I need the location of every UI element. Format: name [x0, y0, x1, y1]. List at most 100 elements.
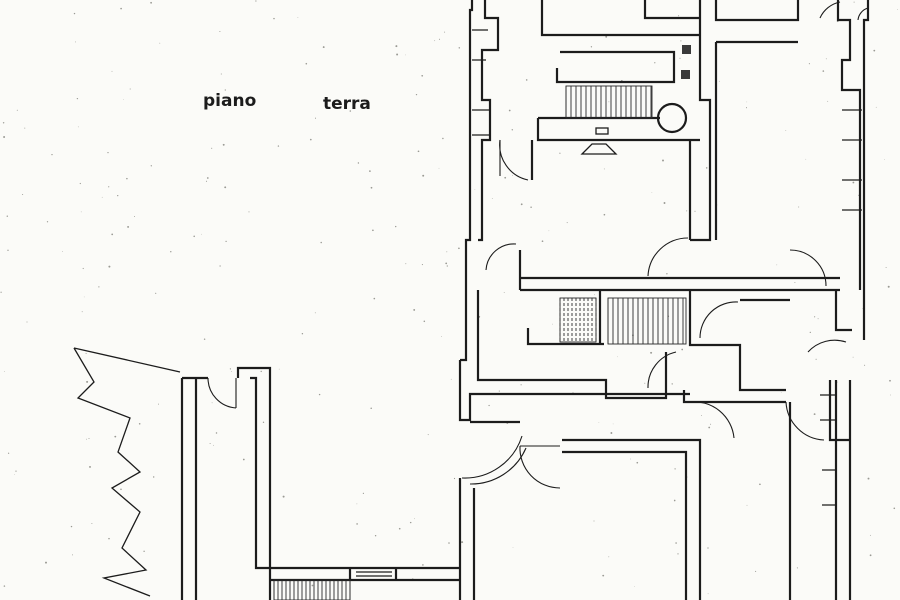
paper-speck — [438, 38, 441, 40]
paper-speck — [887, 285, 890, 288]
paper-speck — [707, 593, 709, 595]
paper-speck — [508, 109, 511, 112]
paper-speck — [314, 117, 317, 119]
paper-speck — [605, 35, 608, 38]
paper-speck — [809, 331, 811, 334]
paper-speck — [662, 159, 664, 162]
paper-speck — [205, 180, 208, 182]
paper-speck — [498, 390, 500, 392]
paper-speck — [79, 182, 81, 185]
paper-speck — [675, 542, 677, 544]
paper-speck — [155, 292, 157, 294]
paper-speck — [759, 483, 761, 486]
paper-speck — [127, 225, 130, 228]
paper-speck — [780, 391, 782, 393]
paper-speck — [897, 9, 899, 10]
paper-speck — [885, 267, 887, 268]
paper-speck — [396, 53, 399, 56]
paper-speck — [373, 297, 376, 300]
paper-speck — [889, 379, 891, 382]
paper-speck — [83, 296, 85, 298]
paper-speck — [7, 249, 9, 251]
paper-speck — [853, 1, 855, 3]
paper-speck — [111, 70, 113, 72]
paper-speck — [686, 210, 688, 212]
paper-speck — [62, 251, 63, 252]
paper-speck — [590, 46, 593, 48]
paper-speck — [755, 570, 757, 572]
paper-speck — [593, 520, 595, 522]
paper-speck — [395, 225, 397, 228]
stair-tread-middle-outline — [607, 297, 687, 345]
paper-speck — [598, 421, 600, 423]
paper-speck — [357, 162, 360, 164]
paper-speck — [150, 165, 152, 167]
paper-speck — [541, 240, 544, 243]
paper-speck — [525, 79, 528, 81]
paper-speck — [890, 394, 891, 396]
paper-speck — [108, 537, 110, 540]
paper-speck — [372, 229, 374, 232]
paper-speck — [617, 356, 618, 358]
paper-speck — [636, 461, 639, 464]
upper-staircase — [565, 85, 653, 119]
paper-speck — [170, 251, 172, 253]
paper-speck — [650, 351, 653, 354]
paper-speck — [589, 309, 591, 311]
paper-speck — [85, 352, 87, 355]
paper-speck — [89, 465, 91, 468]
paper-speck — [101, 196, 103, 198]
paper-speck — [356, 503, 358, 505]
paper-speck — [362, 492, 364, 494]
paper-speck — [398, 527, 401, 530]
paper-speck — [277, 145, 280, 147]
paper-speck — [415, 93, 418, 96]
paper-speck — [680, 40, 682, 42]
paper-speck — [126, 177, 128, 180]
paper-speck — [458, 47, 461, 49]
paper-speck — [679, 57, 681, 59]
door-swings — [207, 1, 869, 489]
paper-speck — [349, 110, 352, 112]
paper-speck — [73, 12, 76, 15]
paper-speck — [98, 286, 100, 288]
paper-speck — [157, 403, 160, 405]
paper-speck — [14, 474, 16, 475]
paper-speck — [511, 175, 513, 177]
paper-speck — [320, 241, 322, 244]
paper-speck — [461, 541, 464, 544]
paper-speck — [108, 265, 111, 268]
paper-speck — [520, 203, 523, 206]
paper-speck — [248, 211, 250, 213]
paper-speck — [224, 186, 227, 189]
paper-speck — [852, 181, 855, 184]
stair-tread-lower-outline — [273, 579, 351, 600]
paper-speck — [72, 554, 73, 556]
paper-speck — [88, 438, 90, 439]
paper-speck — [822, 70, 825, 72]
paper-speck — [203, 338, 206, 340]
paper-speck — [446, 265, 448, 267]
paper-speck — [7, 452, 10, 454]
paper-speck — [603, 213, 606, 216]
paper-speck — [427, 434, 429, 436]
paper-speck — [710, 423, 712, 425]
paper-speck — [504, 176, 507, 179]
paper-speck — [423, 320, 426, 323]
paper-speck — [852, 356, 854, 358]
paper-speck — [634, 586, 635, 587]
paper-speck — [442, 137, 444, 140]
paper-speck — [370, 186, 373, 189]
paper-speck — [488, 404, 490, 407]
paper-speck — [677, 553, 679, 555]
paper-speck — [224, 89, 226, 91]
paper-speck — [278, 368, 280, 370]
paper-speck — [159, 42, 161, 44]
paper-speck — [3, 136, 6, 138]
paper-speck — [610, 432, 613, 434]
paper-speck — [255, 0, 257, 2]
stair-tread-upper-outline — [565, 85, 653, 119]
hearth-block — [595, 127, 609, 135]
paper-speck — [108, 186, 110, 188]
paper-speck — [76, 97, 79, 100]
